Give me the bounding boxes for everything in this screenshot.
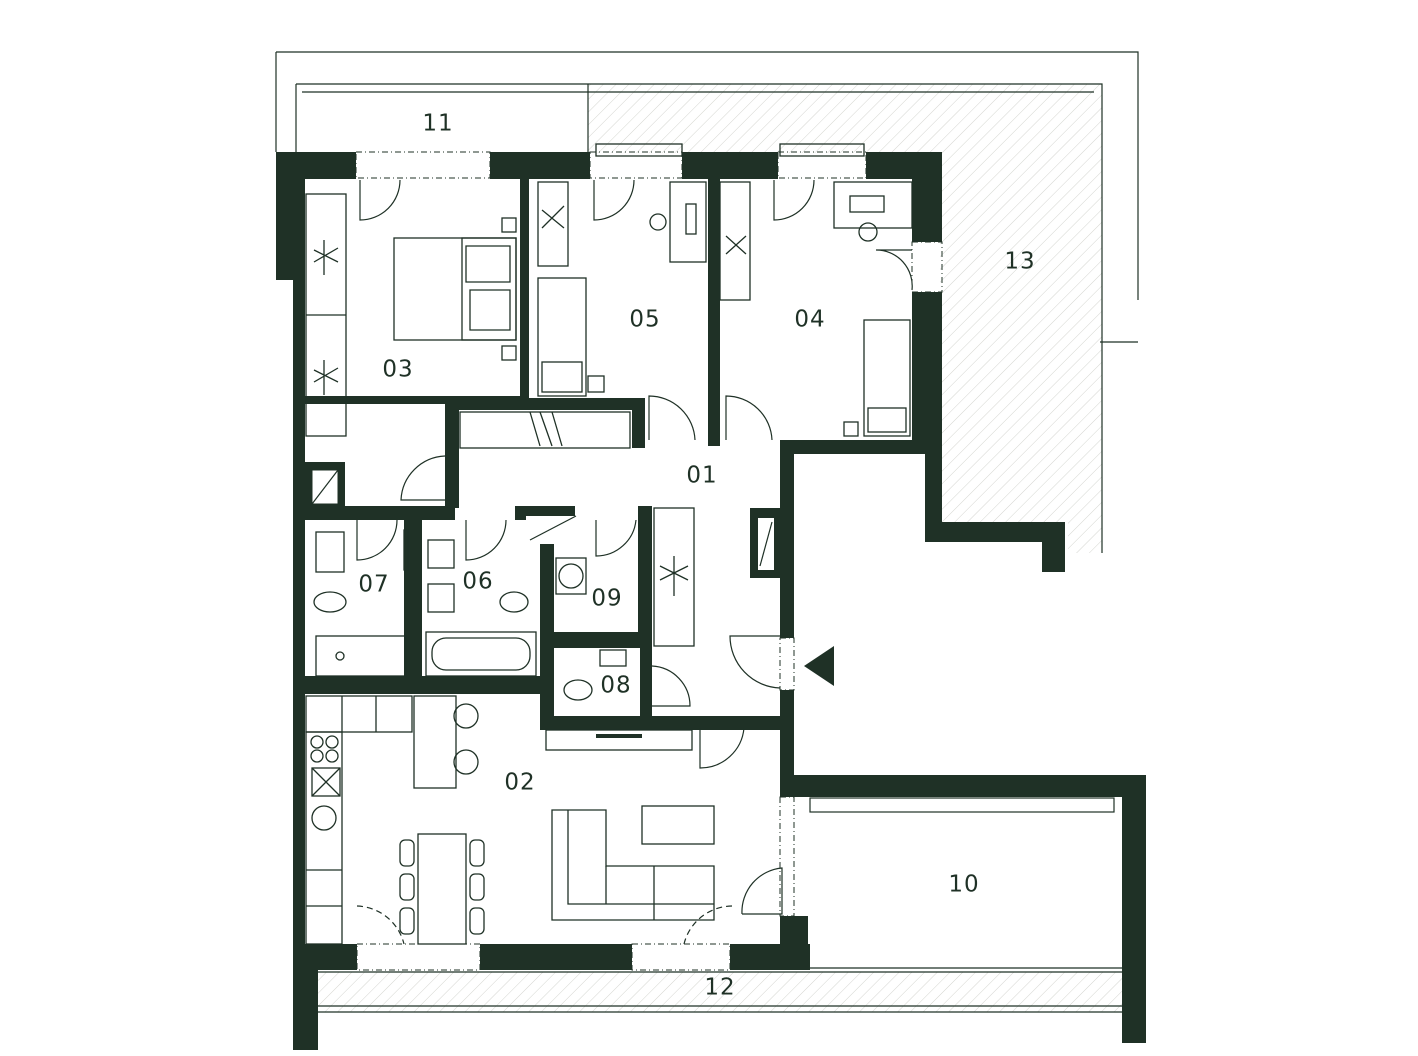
room-label-11: 11 [422, 111, 453, 137]
room-label-03: 03 [382, 357, 413, 383]
room-label-10: 10 [948, 872, 979, 898]
room-label-01: 01 [686, 463, 717, 489]
room-label-05: 05 [629, 307, 660, 333]
room-label-02: 02 [504, 770, 535, 796]
room-label-13: 13 [1004, 249, 1035, 275]
room-label-12: 12 [704, 975, 735, 1001]
room-label-07: 07 [358, 572, 389, 598]
furniture [305, 181, 913, 945]
room-label-04: 04 [794, 307, 825, 333]
walls [276, 152, 1146, 1050]
room-label-08: 08 [600, 673, 631, 699]
triangle-left-icon [804, 646, 834, 686]
room-label-06: 06 [462, 569, 493, 595]
terrace-areas [275, 51, 1139, 1013]
room-labels: 01 02 03 04 05 06 07 08 09 10 11 12 13 [358, 111, 1035, 1001]
room-label-09: 09 [591, 586, 622, 612]
shafts [311, 469, 774, 570]
doors [356, 179, 913, 945]
